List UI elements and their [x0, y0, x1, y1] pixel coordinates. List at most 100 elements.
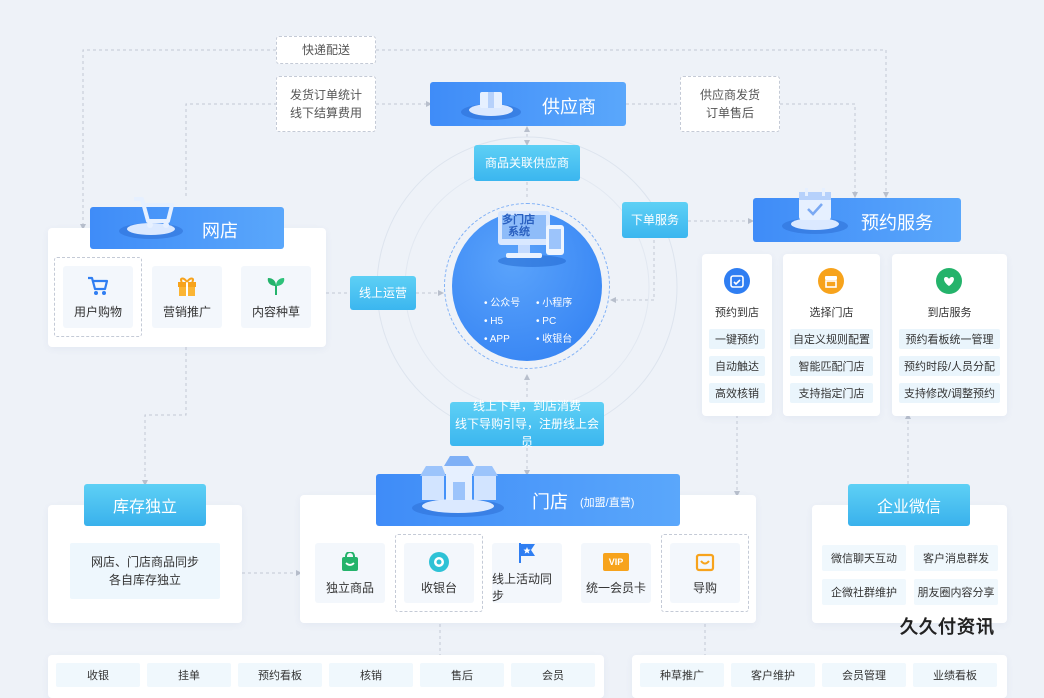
- sprout-icon: [265, 275, 287, 297]
- wecom-item: 客户消息群发: [914, 545, 998, 571]
- booking-col-2-item: 支持指定门店: [790, 383, 873, 403]
- cashier-tile-outline: [395, 534, 483, 612]
- center-title-2: 系统: [508, 226, 530, 238]
- content-tile: 内容种草: [241, 266, 311, 328]
- online-store-banner: 网店: [90, 197, 284, 249]
- order-stats-line-1: 发货订单统计: [289, 88, 362, 102]
- store-tile-cashier: 收银台: [404, 543, 474, 603]
- watermark-text: 久久付资讯: [900, 617, 995, 637]
- supplier-link-label: 商品关联供应商: [474, 145, 580, 181]
- channel-item: • PC: [536, 316, 557, 327]
- o2o-line-1: 线上下单，到店消费: [472, 399, 581, 413]
- store-title: 门店: [532, 492, 568, 512]
- wecom-item: 微信聊天互动: [822, 545, 906, 571]
- shopping-tile: 用户购物: [63, 266, 133, 328]
- booking-col-2-item: 智能匹配门店: [790, 356, 873, 376]
- cart-icon: [116, 191, 186, 241]
- wecom-item: 企微社群维护: [822, 579, 906, 605]
- booking-col-3-head: 到店服务: [927, 307, 972, 319]
- marketing-label: 营销推广: [162, 304, 211, 319]
- cashier-icon: [428, 551, 450, 573]
- arrive-icon: [724, 268, 750, 294]
- booking-col-3: 到店服务 预约看板统一管理 预约时段/人员分配 支持修改/调整预约: [892, 254, 1007, 416]
- booking-title: 预约服务: [861, 213, 933, 233]
- o2o-line-2: 线下导购引导，注册线上会员: [454, 417, 599, 449]
- booking-col-1-item: 自动触达: [709, 356, 765, 376]
- flag-icon: [516, 542, 538, 564]
- store-banner: 门店 (加盟/直营): [376, 456, 680, 526]
- order-service-text: 下单服务: [630, 213, 679, 227]
- online-store-title: 网店: [202, 221, 238, 241]
- channel-item: • H5: [484, 316, 504, 327]
- vip-card-icon: VIP: [602, 551, 630, 573]
- bottom-right-item: 业绩看板: [913, 663, 997, 687]
- store-tile-activity-label: 线上活动同步: [492, 572, 553, 603]
- supplier-ship-note: 供应商发货 订单售后: [680, 76, 780, 132]
- bottom-left-item: 会员: [511, 663, 595, 687]
- store-tile-guide: 导购: [670, 543, 740, 603]
- bottom-right-bar: 种草推广 客户维护 会员管理 业绩看板: [632, 655, 1007, 698]
- store-tile-products-label: 独立商品: [325, 580, 374, 595]
- shop-icon: [818, 268, 844, 294]
- booking-col-1-item: 高效核销: [709, 383, 765, 403]
- booking-col-2-head: 选择门店: [809, 307, 854, 319]
- supplier-ship-line-1: 供应商发货: [699, 88, 760, 102]
- shopping-tile-outline: [54, 257, 142, 337]
- online-ops-text: 线上运营: [358, 286, 407, 300]
- supplier-ship-line-2: 订单售后: [705, 106, 754, 120]
- booking-col-3-item: 预约时段/人员分配: [899, 356, 1000, 376]
- cart-small-icon: [87, 275, 109, 297]
- bottom-left-item: 挂单: [147, 663, 231, 687]
- inventory-title: 库存独立: [112, 499, 177, 516]
- marketing-tile: 营销推广: [152, 266, 222, 328]
- bottom-left-item: 收银: [56, 663, 140, 687]
- supplier-banner: 供应商: [430, 82, 626, 126]
- bottom-left-item: 核销: [329, 663, 413, 687]
- express-note: 快递配送: [276, 36, 376, 64]
- computer-icon: [492, 207, 572, 267]
- heart-icon: [936, 268, 962, 294]
- booking-col-1-head: 预约到店: [715, 307, 759, 319]
- supplier-title: 供应商: [542, 97, 596, 117]
- store-tile-membercard: VIP 统一会员卡: [581, 543, 651, 603]
- inventory-desc-2: 各自库存独立: [108, 573, 181, 587]
- channel-row-1: • 公众号 • 小程序: [484, 295, 584, 313]
- vip-badge: VIP: [603, 552, 629, 571]
- booking-col-3-item: 支持修改/调整预约: [899, 383, 1000, 403]
- shopping-label: 用户购物: [73, 304, 122, 319]
- booking-banner: 预约服务: [753, 188, 961, 242]
- guide-tile-outline: [661, 534, 749, 612]
- channel-item: • APP: [484, 334, 510, 345]
- booking-col-1-item: 一键预约: [709, 329, 765, 349]
- channel-item: • 收银台: [536, 334, 573, 345]
- bottom-right-item: 种草推广: [640, 663, 724, 687]
- wecom-title: 企业微信: [876, 499, 941, 516]
- o2o-label: 线上下单，到店消费 线下导购引导，注册线上会员: [450, 399, 604, 449]
- store-tile-cashier-label: 收银台: [420, 580, 457, 595]
- booking-col-1: 预约到店 一键预约 自动触达 高效核销: [702, 254, 772, 416]
- channel-item: • 小程序: [536, 298, 573, 309]
- calendar-icon: [779, 184, 851, 236]
- gift-icon: [176, 275, 198, 297]
- center-title-1: 多门店: [502, 214, 535, 226]
- store-tile-products: 独立商品: [315, 543, 385, 603]
- inventory-desc-1: 网店、门店商品同步: [90, 555, 199, 569]
- order-stats-line-2: 线下结算费用: [289, 106, 362, 120]
- booking-col-3-item: 预约看板统一管理: [899, 329, 1000, 349]
- store-tile-guide-label: 导购: [692, 580, 717, 595]
- bottom-left-item: 预约看板: [238, 663, 322, 687]
- supplier-link-text: 商品关联供应商: [484, 156, 569, 170]
- bottom-left-bar: 收银 挂单 预约看板 核销 售后 会员: [48, 655, 604, 698]
- wecom-item: 朋友圈内容分享: [914, 579, 998, 605]
- inventory-banner: 库存独立: [84, 484, 206, 526]
- channel-row-3: • APP • 收银台: [484, 331, 584, 349]
- store-tile-membercard-label: 统一会员卡: [585, 580, 646, 595]
- store-subtitle: (加盟/直营): [580, 497, 635, 509]
- express-note-label: 快递配送: [301, 43, 350, 57]
- channel-list: • 公众号 • 小程序 • H5 • PC • APP • 收银台: [484, 295, 584, 349]
- smile-bag-icon: [694, 551, 716, 573]
- bottom-right-item: 客户维护: [731, 663, 815, 687]
- storefront-icon: [408, 454, 508, 518]
- center-ring: [444, 203, 610, 369]
- wecom-card: 微信聊天互动 客户消息群发 企微社群维护 朋友圈内容分享: [812, 505, 1007, 623]
